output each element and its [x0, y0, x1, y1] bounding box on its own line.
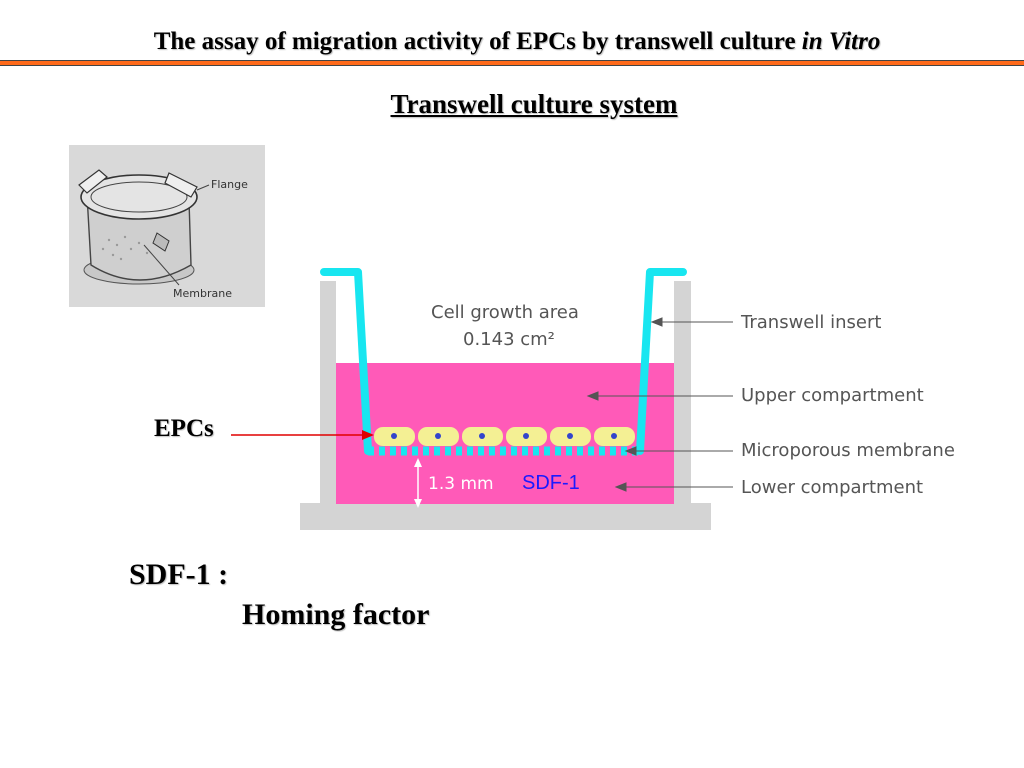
sdf1-in-medium-label: SDF-1 — [522, 472, 580, 494]
epc-cells — [374, 427, 635, 446]
upper-compartment-label: Upper compartment — [741, 385, 924, 406]
insert-left — [320, 268, 372, 455]
height-dimension-arrow — [414, 458, 422, 508]
membrane-label: Membrane — [173, 287, 232, 300]
well-left-wall — [320, 281, 336, 504]
epcs-label: EPCs — [154, 415, 214, 442]
sdf1-definition-term: SDF-1 : — [129, 558, 229, 591]
height-label: 1.3 mm — [428, 474, 494, 494]
epc-arrow — [231, 430, 374, 440]
title-italic: in Vitro — [801, 28, 881, 55]
transwell-sketch-image: Flange Membrane — [69, 145, 265, 307]
lower-compartment-label: Lower compartment — [741, 477, 924, 498]
title-rule — [0, 60, 1024, 66]
cell-growth-area-value: 0.143 cm² — [463, 329, 555, 350]
cell-growth-area-label: Cell growth area — [431, 302, 579, 323]
microporous-membrane-label: Microporous membrane — [741, 440, 955, 461]
insert-right — [636, 268, 687, 455]
title-main: The assay of migration activity of EPCs … — [153, 28, 802, 55]
well-base — [300, 503, 711, 530]
slide-title: The assay of migration activity of EPCs … — [0, 28, 1024, 56]
transwell-insert-label: Transwell insert — [741, 312, 882, 333]
transwell-sketch-drawing: Flange Membrane — [78, 169, 248, 300]
slide-subtitle: Transwell culture system — [390, 89, 678, 119]
well-right-wall — [674, 281, 691, 504]
sdf1-definition-text: Homing factor — [242, 598, 430, 631]
flange-label: Flange — [211, 178, 248, 191]
